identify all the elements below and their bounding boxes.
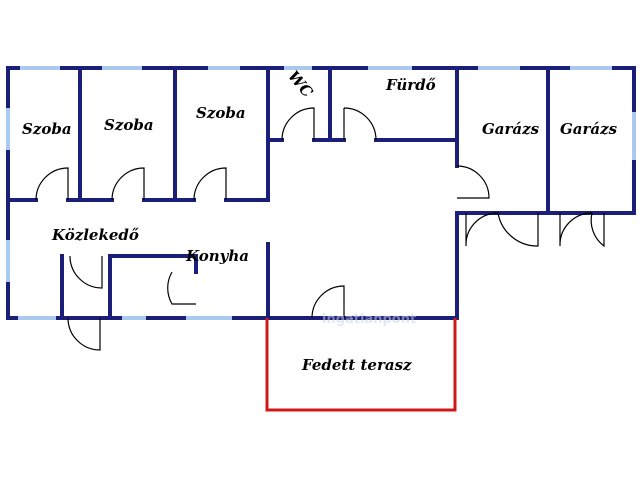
label-szoba-1: Szoba [22,120,72,138]
door-garage-2-gate [559,212,605,248]
door-pantry [69,255,103,289]
door-szoba-2 [111,167,145,201]
label-furdo: Fürdő [385,76,436,94]
label-garazs-2: Garázs [560,120,618,138]
inner-walls [6,66,550,320]
watermark: ingatlanpont [322,312,416,327]
label-garazs-1: Garázs [482,120,540,138]
terrace-outline [265,318,457,412]
label-fedett-terasz: Fedett terasz [301,356,412,374]
windows [6,66,636,320]
door-garage-1-gate [465,212,539,247]
door-kozlekedo-exit [67,317,101,351]
label-szoba-3: Szoba [196,104,246,122]
label-konyha: Konyha [185,247,249,265]
doors [35,107,605,351]
door-terrace [311,285,345,319]
door-furdo [343,107,377,141]
door-garage-entry [456,165,490,199]
label-kozlekedo: Közlekedő [51,226,139,244]
label-szoba-2: Szoba [104,116,154,134]
door-szoba-3 [193,167,227,201]
door-szoba-1 [35,167,69,201]
door-wc [281,107,315,141]
label-wc: WC [284,67,316,101]
door-konyha [167,271,196,305]
